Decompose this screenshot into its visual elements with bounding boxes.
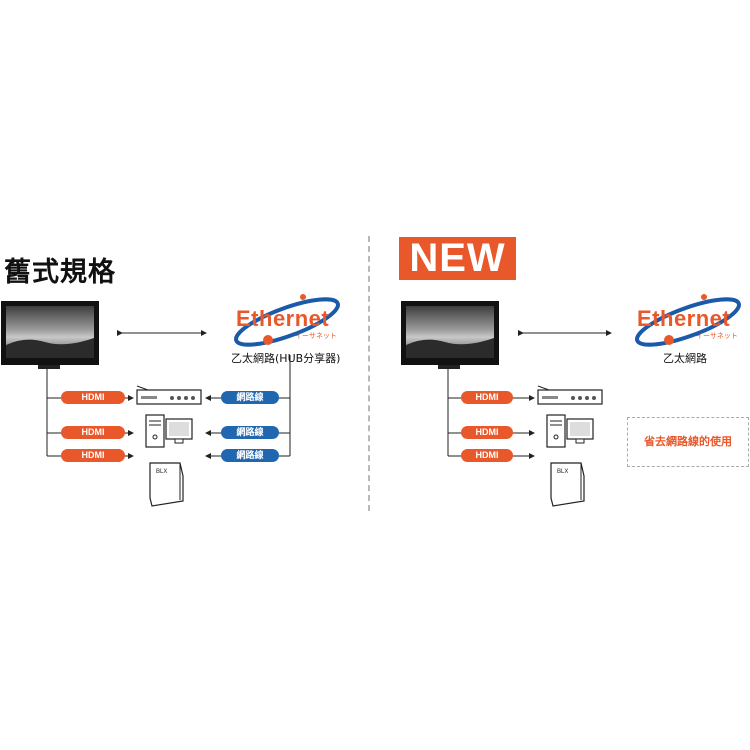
- left-lan-pill-1: 網路線: [221, 391, 279, 404]
- left-hdmi-pill-3: HDMI: [61, 449, 125, 462]
- left-hdmi-pill-2: HDMI: [61, 426, 125, 439]
- left-desktop-pc: [145, 414, 193, 448]
- svg-text:BLX: BLX: [557, 469, 568, 475]
- left-hub-label: 乙太網路(HUB分享器): [231, 352, 341, 365]
- right-cable-lines: [447, 368, 535, 459]
- left-cable-lines: [46, 355, 291, 459]
- left-hdmi-pill-1: HDMI: [61, 391, 125, 404]
- left-mini-pc: BLX: [149, 462, 184, 507]
- right-ethernet-ring: [635, 294, 741, 347]
- right-hdmi-pill-2: HDMI: [461, 426, 513, 439]
- right-desktop-pc: [546, 414, 594, 448]
- svg-text:BLX: BLX: [156, 469, 167, 475]
- left-lan-pill-3: 網路線: [221, 449, 279, 462]
- left-tv: [1, 301, 99, 369]
- left-ethernet-logo-katakana: イーサネット: [295, 332, 337, 340]
- panel-divider: [368, 236, 370, 511]
- right-mini-pc: BLX: [550, 462, 585, 507]
- right-blu-ray-player: [537, 385, 603, 405]
- benefit-callout: 省去網路線的使用: [627, 417, 749, 467]
- new-badge: NEW: [399, 237, 516, 280]
- right-hdmi-pill-1: HDMI: [461, 391, 513, 404]
- right-hub-label: 乙太網路: [663, 352, 707, 365]
- left-blu-ray-player: [136, 385, 202, 405]
- left-ethernet-ring: [234, 294, 340, 347]
- left-ethernet-logo-word: Ethernet: [236, 306, 330, 331]
- left-lan-pill-2: 網路線: [221, 426, 279, 439]
- right-tv: [401, 301, 499, 369]
- right-ethernet-logo-word: Ethernet: [637, 306, 731, 331]
- left-panel-title: 舊式規格: [4, 257, 116, 288]
- right-hdmi-pill-3: HDMI: [461, 449, 513, 462]
- right-ethernet-logo-katakana: イーサネット: [696, 332, 738, 340]
